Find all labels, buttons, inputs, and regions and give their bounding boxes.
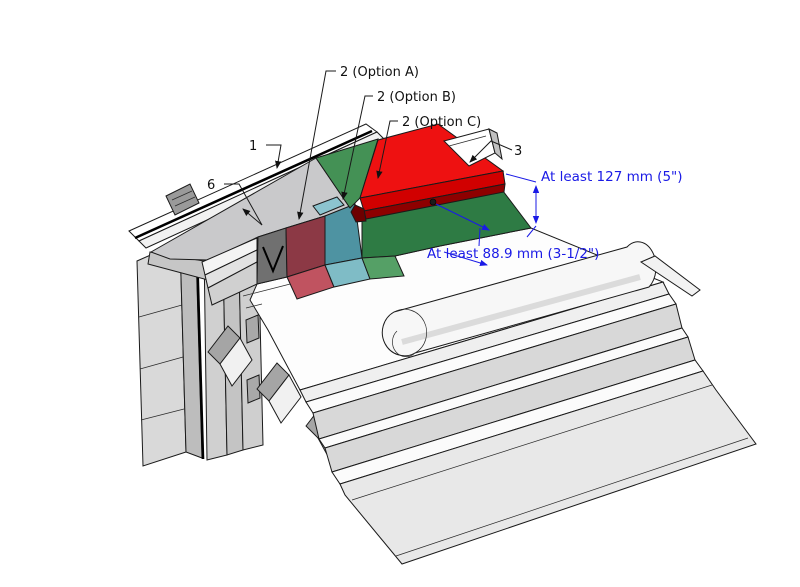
fastener-dot <box>429 198 437 206</box>
callout-6: 6 <box>207 178 215 193</box>
dimension-flange-width: At least 88.9 mm (3-1/2") <box>427 246 599 262</box>
membrane-roll <box>381 241 701 357</box>
roof-field-membrane <box>149 157 351 306</box>
flashing-option-a <box>285 215 335 300</box>
callout-2a: 2 (Option A) <box>340 65 419 80</box>
callout-2c: 2 (Option C) <box>402 115 481 130</box>
membrane-tail-sheet <box>639 255 701 297</box>
dimension-texts: At least 127 mm (5") At least 88.9 mm (3… <box>427 169 683 262</box>
callout-1: 1 <box>249 139 257 154</box>
flashing-option-b <box>312 196 371 288</box>
cap-drip-edge <box>350 204 367 223</box>
dimension-annotations <box>429 173 540 267</box>
fascia-plate-outline <box>443 128 503 167</box>
callout-labels: 1 6 2 (Option A) 2 (Option B) 2 (Option … <box>207 65 522 193</box>
deck-edge-band <box>339 370 757 565</box>
callout-3: 3 <box>514 144 522 159</box>
roof-layer-stack <box>299 281 757 565</box>
callout-leaders <box>224 70 513 226</box>
callout-2b: 2 (Option B) <box>377 90 456 105</box>
cut-face <box>256 227 288 285</box>
down-arrow-glyph <box>262 245 284 274</box>
dimension-fascia-height: At least 127 mm (5") <box>541 169 683 185</box>
